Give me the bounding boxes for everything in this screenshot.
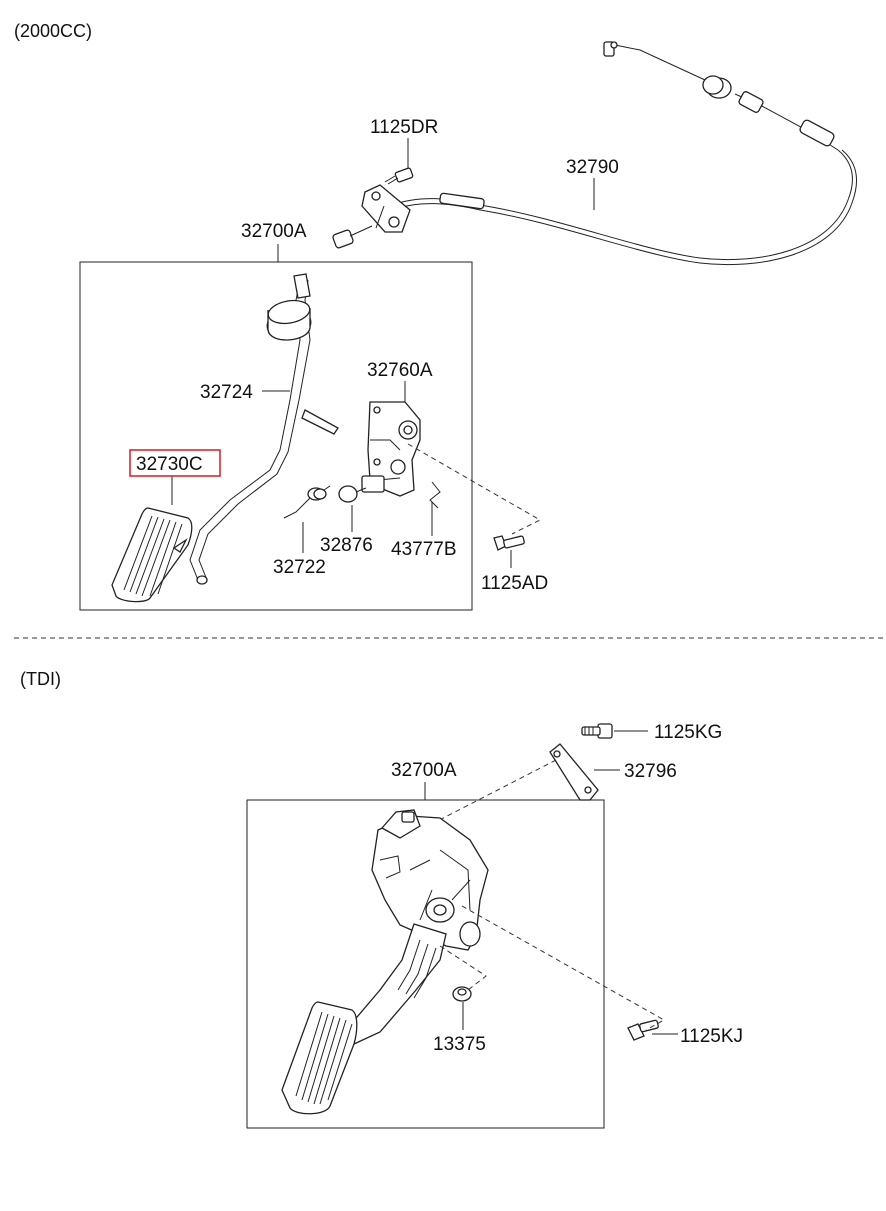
label-32796: 32796 <box>624 761 677 782</box>
bolt-1125dr[interactable] <box>384 167 414 185</box>
section-title-tdi: (TDI) <box>20 669 61 689</box>
label-32876: 32876 <box>320 535 373 556</box>
assembly-box-tdi <box>246 799 605 1129</box>
bolt-1125ad[interactable] <box>493 535 525 551</box>
cable-end-bracket[interactable] <box>332 184 411 249</box>
label-32724: 32724 <box>200 382 253 403</box>
label-43777b: 43777B <box>391 539 457 560</box>
label-1125kj: 1125KJ <box>680 1026 743 1047</box>
bracket-plate[interactable] <box>549 743 599 801</box>
stopper[interactable] <box>338 485 367 503</box>
label-1125ad: 1125AD <box>481 573 548 594</box>
assembly-box-2000cc <box>79 261 473 611</box>
pedal-arm[interactable] <box>189 273 339 585</box>
bolt-1125kg[interactable] <box>581 723 613 739</box>
pedal-pad[interactable] <box>111 507 193 603</box>
label-1125dr: 1125DR <box>370 117 438 138</box>
highlight-box-32730c <box>129 449 221 477</box>
label-32700a-2000cc: 32700A <box>241 221 307 242</box>
section-title-2000cc: (2000CC) <box>14 21 92 41</box>
throttle-cable[interactable] <box>391 41 857 266</box>
nut-13375[interactable] <box>452 986 472 1002</box>
bolt-1125kj[interactable] <box>627 1019 659 1041</box>
label-13375: 13375 <box>433 1034 486 1055</box>
return-spring[interactable] <box>283 485 331 519</box>
label-1125kg: 1125KG <box>654 722 722 743</box>
label-32790: 32790 <box>566 157 619 178</box>
label-32730c[interactable]: 32730C <box>136 454 203 475</box>
label-32700a-tdi: 32700A <box>391 760 457 781</box>
pedal-bracket[interactable] <box>361 401 421 497</box>
pedal-module[interactable] <box>281 809 489 1115</box>
clip[interactable] <box>429 481 441 509</box>
label-32760a: 32760A <box>367 360 433 381</box>
label-32722: 32722 <box>273 557 326 578</box>
